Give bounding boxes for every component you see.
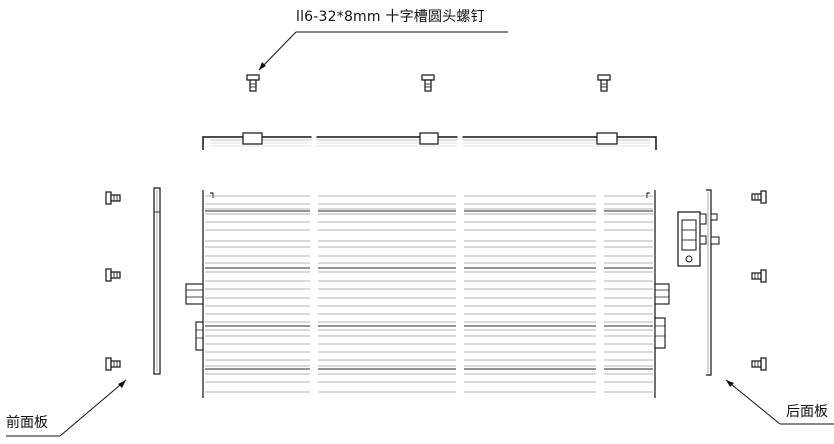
front-panel xyxy=(153,187,161,375)
main-chassis xyxy=(185,135,670,398)
front-screw-bottom xyxy=(105,357,121,371)
front-panel-leader xyxy=(6,379,127,437)
top-screw-right xyxy=(597,74,611,92)
rear-screw-top xyxy=(751,190,767,204)
rear-panel-leader xyxy=(725,379,834,425)
front-panel-label: 前面板 xyxy=(6,415,48,431)
front-screw-middle xyxy=(105,268,121,282)
rear-panel xyxy=(677,189,720,376)
top-cover xyxy=(202,132,657,150)
top-screw-left xyxy=(246,74,260,92)
rear-screw-bottom xyxy=(751,357,767,371)
rear-screw-middle xyxy=(751,269,767,283)
front-screw-top xyxy=(105,191,121,205)
rear-panel-label: 后面板 xyxy=(786,404,828,420)
screw-spec-label: ll6-32*8mm 十字槽圆头螺钉 xyxy=(296,9,485,25)
top-screw-middle xyxy=(421,74,435,92)
screw-label-leader xyxy=(258,31,508,71)
